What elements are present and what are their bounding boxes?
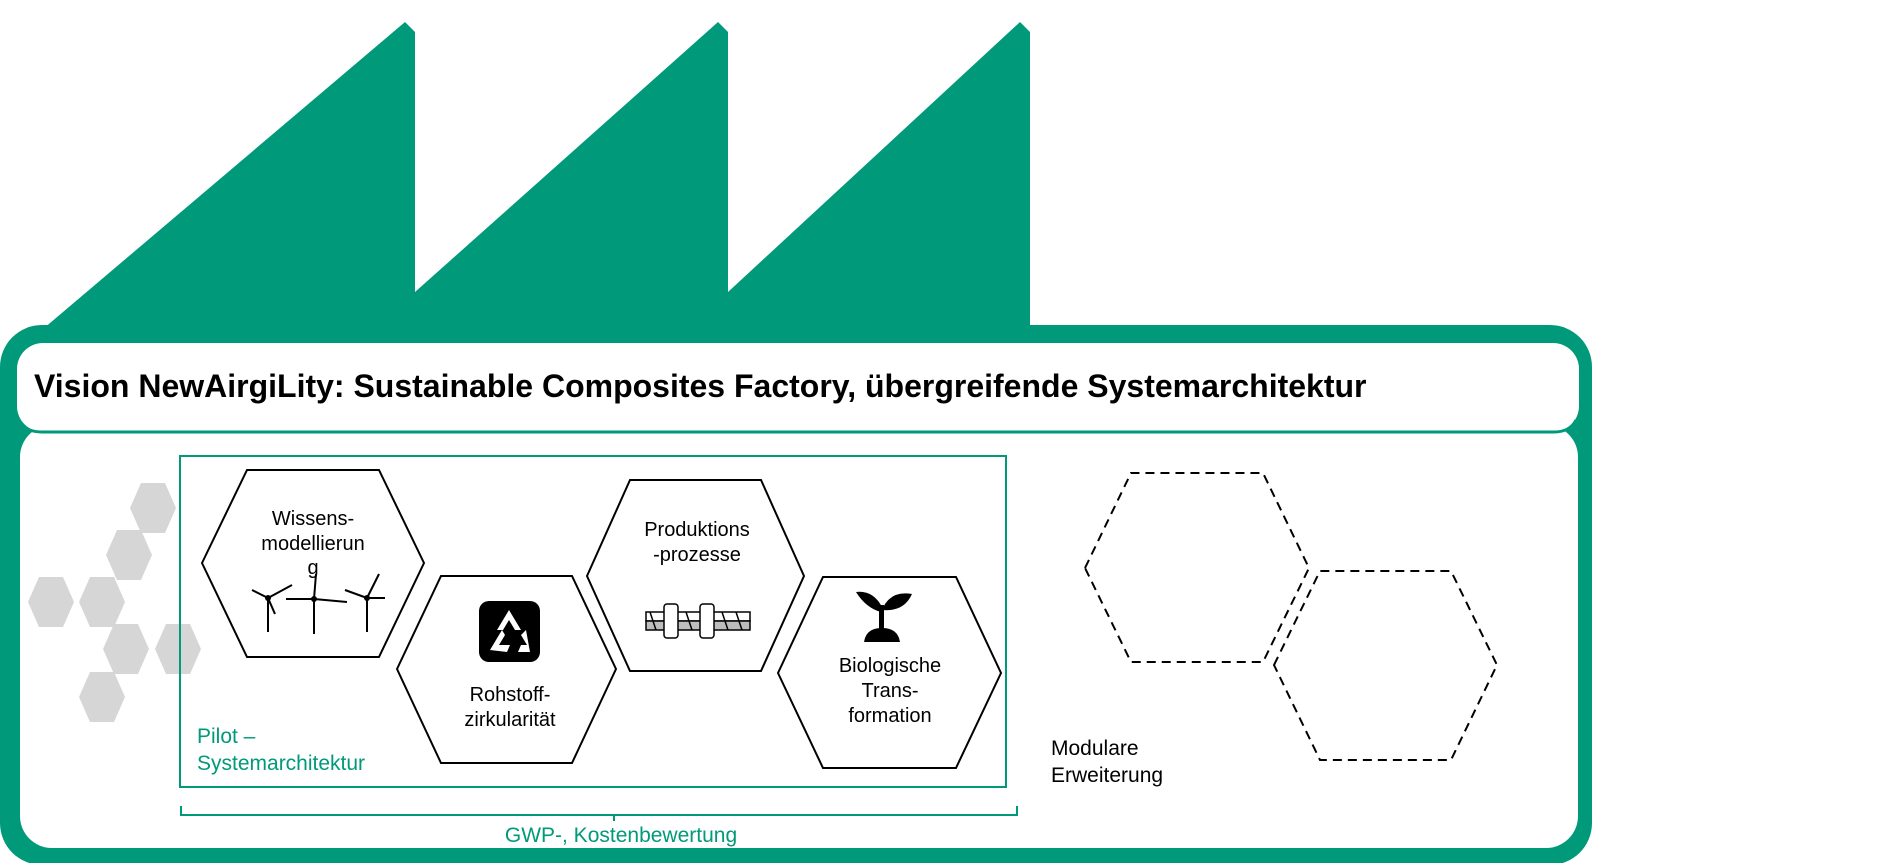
pilot-frame	[179, 455, 1007, 788]
module-label: Wissens-	[272, 508, 354, 530]
module-label: Trans-	[861, 680, 918, 702]
module-label: Biologische	[839, 655, 941, 677]
evaluation-label: GWP-, Kostenbewertung	[505, 824, 737, 847]
deco-hexagon	[155, 624, 201, 674]
module-knowledge-modelling: Wissens- modellierun g	[200, 469, 426, 658]
seedling-icon	[856, 591, 912, 642]
hexagon-outline	[776, 576, 1003, 769]
module-biological-transformation: Biologische Trans- formation	[776, 576, 1003, 769]
module-raw-material-circularity: Rohstoff- zirkularität	[395, 575, 618, 764]
pilot-label-line1: Pilot –	[197, 725, 256, 748]
title-banner	[17, 343, 1579, 432]
module-label: -prozesse	[653, 544, 741, 566]
rivet-joint-icon	[645, 603, 751, 639]
module-production-processes: Produktions -prozesse	[585, 479, 806, 672]
hexagon-outline	[200, 469, 426, 658]
pilot-label-line2: Systemarchitektur	[197, 752, 365, 775]
factory-roof	[30, 22, 1490, 340]
decorative-hexagon-cluster	[28, 483, 201, 722]
deco-hexagon	[106, 530, 152, 580]
module-label: Rohstoff-	[470, 684, 551, 706]
extension-label-line1: Modulare	[1051, 737, 1139, 760]
module-label: Produktions	[644, 519, 750, 541]
hexagon-outline	[395, 575, 618, 764]
deco-hexagon	[130, 483, 176, 533]
deco-hexagon	[79, 577, 125, 627]
title-banner-underline	[18, 419, 1578, 434]
wind-turbines-icon	[251, 573, 385, 634]
turbine-hub	[265, 595, 271, 601]
module-label: zirkularität	[464, 709, 556, 731]
turbine-hub	[311, 596, 317, 602]
hexagon-outline	[585, 479, 806, 672]
turbine-hub	[364, 595, 370, 601]
dashed-hexagon-placeholder	[1272, 570, 1499, 761]
module-label: formation	[848, 705, 931, 727]
module-label: modellierun	[261, 533, 364, 555]
extension-label-line2: Erweiterung	[1051, 764, 1163, 787]
dashed-hexagon-placeholder	[1083, 472, 1311, 663]
deco-hexagon	[79, 672, 125, 722]
deco-hexagon	[103, 624, 149, 674]
evaluation-bracket	[180, 806, 1018, 821]
recycle-icon	[479, 601, 540, 662]
page-title: Vision NewAirgiLity: Sustainable Composi…	[34, 368, 1366, 404]
module-label: g	[307, 557, 318, 579]
modular-extension-placeholders	[1083, 472, 1499, 761]
deco-hexagon	[28, 577, 74, 627]
